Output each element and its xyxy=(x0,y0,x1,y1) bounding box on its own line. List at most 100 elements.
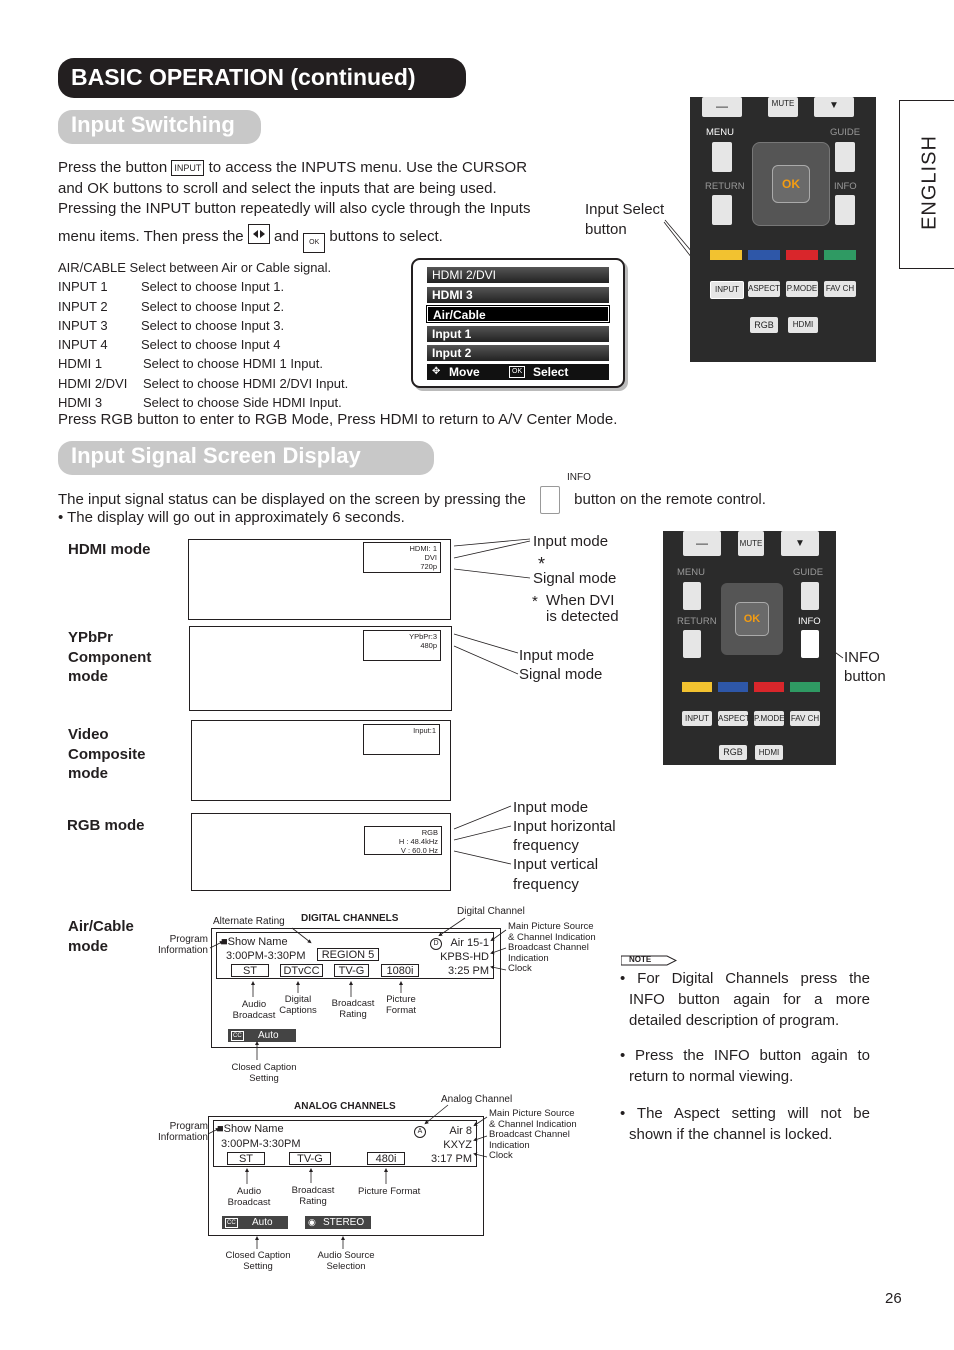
color-button-green[interactable] xyxy=(790,682,820,692)
color-button-blue[interactable] xyxy=(718,682,748,692)
dpad[interactable]: OK xyxy=(752,142,830,226)
down-button[interactable]: ▼ xyxy=(814,97,854,117)
input-list: AIR/CABLE Select between Air or Cable si… xyxy=(58,258,348,412)
input-button-icon: INPUT xyxy=(171,160,205,176)
list-item: AIR/CABLE Select between Air or Cable si… xyxy=(58,260,332,275)
section-title-input-switching: Input Switching xyxy=(58,110,261,144)
signal-bullet: • The display will go out in approximate… xyxy=(58,509,405,526)
menu-item[interactable]: Input 2 xyxy=(427,345,609,361)
down-button[interactable]: ▼ xyxy=(781,531,819,556)
color-button-red[interactable] xyxy=(754,682,784,692)
input-button[interactable]: INPUT xyxy=(710,281,744,299)
rgb-mode-label: RGB mode xyxy=(67,817,145,834)
aspect-button[interactable]: ASPECT xyxy=(748,281,780,297)
info-button[interactable] xyxy=(801,630,819,658)
note-tag: NOTE xyxy=(621,955,677,966)
cc-setting-bar: CC Auto xyxy=(222,1216,288,1229)
pmode-button[interactable]: P.MODE xyxy=(754,711,785,726)
region-box: REGION 5 xyxy=(317,948,379,961)
menu-item[interactable]: Input 1 xyxy=(427,326,609,342)
remote-control-image: — MUTE ▼ MENU GUIDE RETURN INFO OK INPUT… xyxy=(690,97,876,362)
cc-setting-bar: CC Auto xyxy=(228,1029,296,1042)
analog-channel-banner: ■Show Name 3:00PM-3:30PM A Air 8 KXYZ 3:… xyxy=(208,1116,484,1236)
page-number: 26 xyxy=(885,1290,902,1307)
digital-mark-icon: D xyxy=(430,938,442,950)
signal-paragraph: The input signal status can be displayed… xyxy=(58,486,818,514)
video-osd: Input:1 xyxy=(363,724,440,755)
digital-channel-banner: ■Show Name 3:00PM-3:30PM REGION 5 D Air … xyxy=(211,928,501,1048)
analog-info-box: ■Show Name 3:00PM-3:30PM A Air 8 KXYZ 3:… xyxy=(213,1120,477,1167)
menu-button[interactable] xyxy=(683,582,701,610)
rgb-button[interactable]: RGB xyxy=(719,745,747,760)
ok-icon: OK xyxy=(509,366,526,378)
favch-button[interactable]: FAV CH xyxy=(790,711,820,726)
audio-source-bar: ◉ STEREO xyxy=(305,1216,371,1229)
left-right-arrow-icon xyxy=(247,223,270,244)
color-button-green[interactable] xyxy=(824,250,856,260)
input-switching-paragraph: Press the button INPUT to access the INP… xyxy=(58,158,570,253)
remote-control-image-info: — MUTE ▼ MENU GUIDE RETURN INFO OK INPUT… xyxy=(663,531,836,765)
hdmi-button[interactable]: HDMI xyxy=(788,317,818,333)
menu-button[interactable] xyxy=(712,142,732,172)
inputs-menu: HDMI 2/DVI HDMI 3 Air/Cable Input 1 Inpu… xyxy=(411,258,625,388)
section-title-signal-display: Input Signal Screen Display xyxy=(58,441,434,475)
color-button-yellow[interactable] xyxy=(710,250,742,260)
notes: • For Digital Channels press the INFO bu… xyxy=(620,970,870,1143)
dpad[interactable]: OK xyxy=(721,583,783,655)
cc-icon: CC xyxy=(231,1031,244,1041)
video-screen: Input:1 xyxy=(191,720,451,801)
guide-button[interactable] xyxy=(801,582,819,610)
info-label: INFO xyxy=(567,472,591,483)
info-button[interactable] xyxy=(835,195,855,225)
color-button-blue[interactable] xyxy=(748,250,780,260)
note-2: • Press the INFO button again to xyxy=(620,1047,870,1065)
menu-item-selected[interactable]: Air/Cable xyxy=(426,305,610,323)
note-1: • For Digital Channels press the xyxy=(620,970,870,987)
mute-button[interactable]: MUTE xyxy=(738,531,764,556)
rgb-button[interactable]: RGB xyxy=(750,317,778,333)
speaker-icon: ◉ xyxy=(308,1217,316,1227)
ok-button[interactable]: OK xyxy=(772,165,810,203)
color-button-red[interactable] xyxy=(786,250,818,260)
input-select-callout: Input Select button xyxy=(585,201,665,238)
pmode-button[interactable]: P.MODE xyxy=(786,281,818,297)
color-button-yellow[interactable] xyxy=(682,682,712,692)
favch-button[interactable]: FAV CH xyxy=(824,281,856,297)
guide-button[interactable] xyxy=(835,142,855,172)
info-button-icon xyxy=(539,486,560,514)
aspect-button[interactable]: ASPECT xyxy=(718,711,750,726)
ok-button-icon: OK xyxy=(303,232,326,253)
minus-button[interactable]: — xyxy=(702,97,742,117)
note-3: • The Aspect setting will not be xyxy=(620,1104,870,1122)
mute-button[interactable]: MUTE xyxy=(768,97,798,117)
minus-button[interactable]: — xyxy=(683,531,721,556)
rgb-note: Press RGB button to enter to RGB Mode, P… xyxy=(58,411,618,428)
digital-info-box: ■Show Name 3:00PM-3:30PM REGION 5 D Air … xyxy=(216,932,494,979)
menu-item[interactable]: HDMI 3 xyxy=(427,287,609,303)
menu-footer: ✥ Move OK Select xyxy=(427,364,609,380)
return-button[interactable] xyxy=(683,630,701,658)
move-arrows-icon: ✥ xyxy=(432,366,441,377)
menu-item[interactable]: HDMI 2/DVI xyxy=(427,267,609,283)
hdmi-button[interactable]: HDMI xyxy=(755,745,783,760)
hdmi-mode-label: HDMI mode xyxy=(68,541,151,558)
input-button[interactable]: INPUT xyxy=(682,711,712,726)
ok-button[interactable]: OK xyxy=(735,602,769,636)
return-button[interactable] xyxy=(712,195,732,225)
analog-mark-icon: A xyxy=(414,1126,426,1138)
language-tab: ENGLISH xyxy=(899,100,954,269)
